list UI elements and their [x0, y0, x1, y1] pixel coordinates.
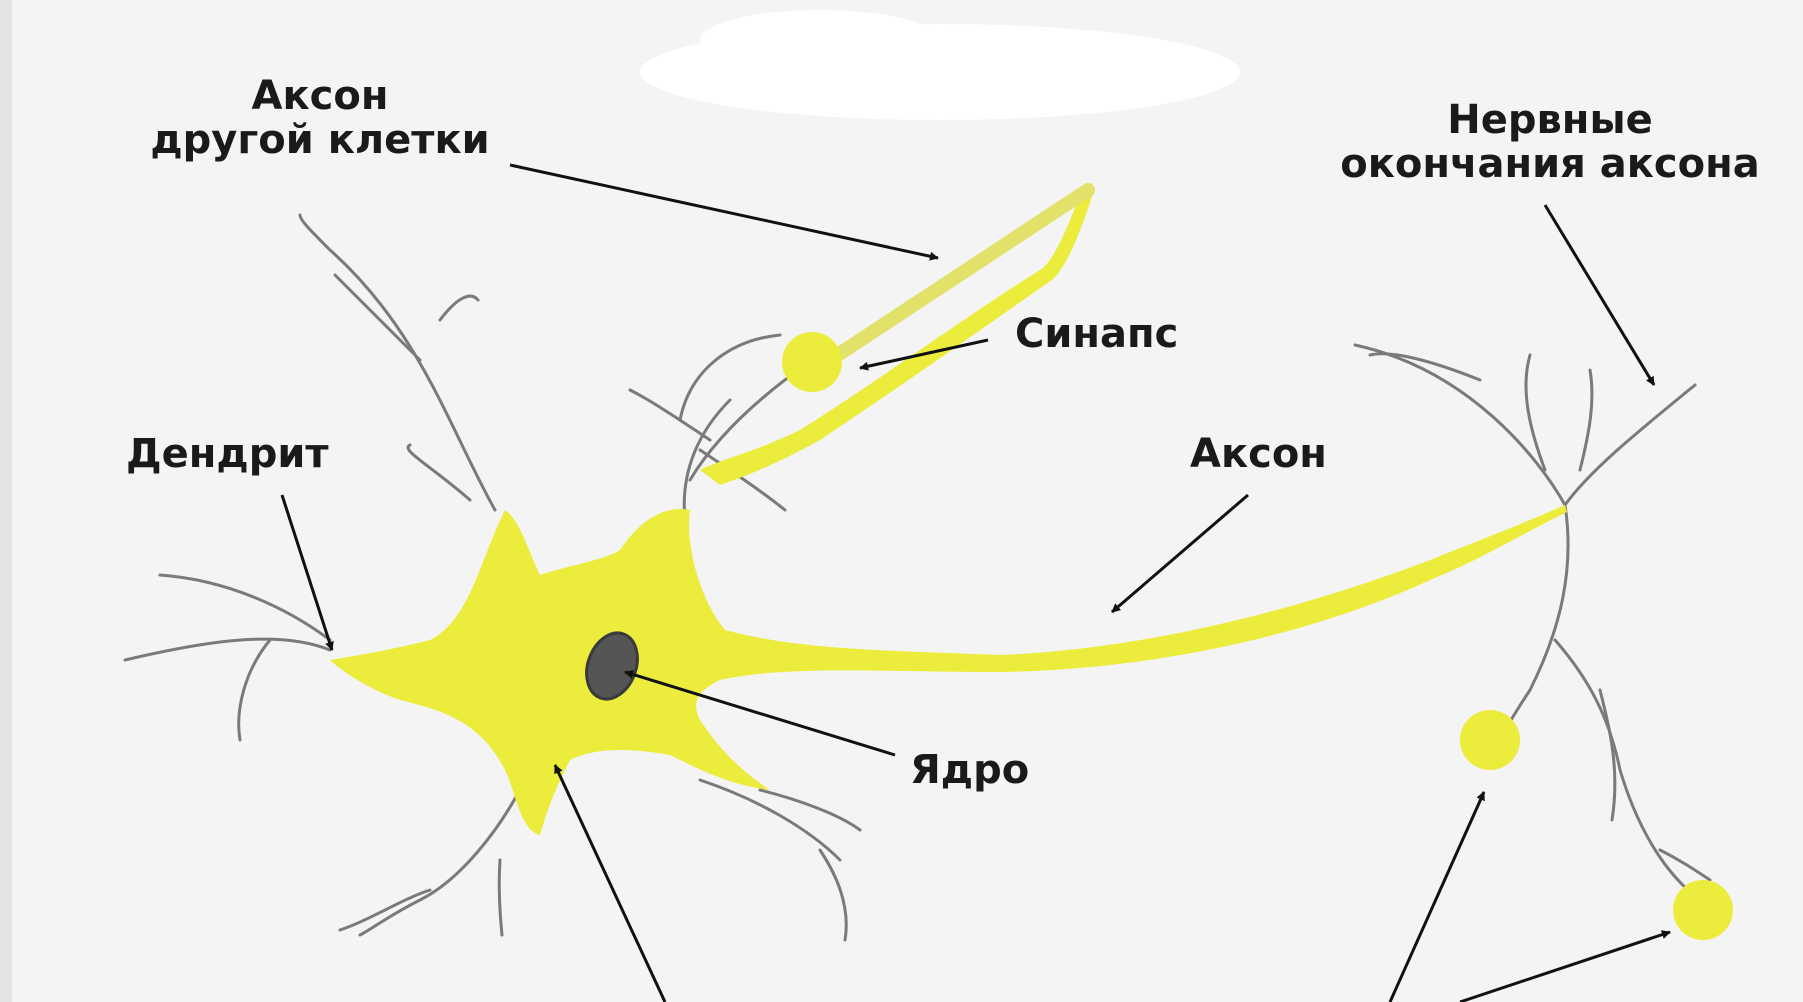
white-patch [640, 10, 1240, 120]
label-other-axon-line1: Аксон [140, 74, 500, 118]
label-nerve-endings-line1: Нервные [1330, 98, 1770, 142]
label-other-axon-line2: другой клетки [140, 118, 500, 162]
synapse-node [782, 332, 842, 392]
label-other-axon: Аксон другой клетки [140, 74, 500, 162]
terminal-node-2 [1673, 880, 1733, 940]
left-border [0, 0, 12, 1002]
label-nerve-endings-line2: окончания аксона [1330, 142, 1770, 186]
axon-terminal-branches [1355, 345, 1710, 900]
label-axon: Аксон [1190, 432, 1327, 476]
label-synapse: Синапс [1015, 312, 1178, 356]
label-dendrite: Дендрит [126, 432, 329, 476]
label-nucleus: Ядро [910, 748, 1029, 792]
terminal-node-1 [1460, 710, 1520, 770]
label-nerve-endings: Нервные окончания аксона [1330, 98, 1770, 186]
